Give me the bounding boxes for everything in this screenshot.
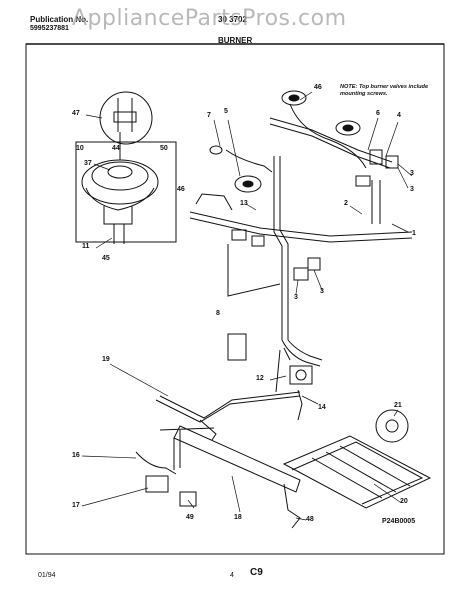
callout-45-left: 45 — [102, 255, 110, 262]
callout-37: 37 — [84, 160, 92, 167]
callout-5: 5 — [224, 108, 228, 115]
page-border — [25, 43, 445, 555]
callout-49: 49 — [186, 514, 194, 521]
footer-page-number: 4 — [230, 572, 234, 579]
callout-12: 12 — [256, 375, 264, 382]
callout-8: 8 — [216, 310, 220, 317]
callout-3-mid: 3 — [410, 186, 414, 193]
callout-1: 1 — [412, 230, 416, 237]
callout-46-top: 46 — [314, 84, 322, 91]
gas-manifold-tubing — [189, 103, 413, 367]
callout-3-right: 3 — [410, 170, 414, 177]
heat-deflector — [282, 409, 432, 509]
callout-14: 14 — [318, 404, 326, 411]
callout-48: 48 — [306, 516, 314, 523]
footer-date: 01/94 — [38, 572, 56, 579]
site-watermark: AppliancePartsPros.com — [72, 6, 347, 31]
callout-3-low: 3 — [294, 294, 298, 301]
callout-47: 47 — [72, 110, 80, 117]
burner-detail-inset — [75, 91, 177, 244]
callout-10: 10 — [76, 145, 84, 152]
section-title: BURNER — [218, 36, 253, 45]
publication-number: 5995237881 — [30, 25, 69, 32]
top-burners — [209, 90, 361, 193]
callout-7: 7 — [207, 112, 211, 119]
callout-50: 50 — [160, 145, 168, 152]
callout-3-mid-2: 3 — [320, 288, 324, 295]
leader-lines — [81, 91, 413, 521]
callout-13: 13 — [240, 200, 248, 207]
callout-11: 11 — [82, 243, 90, 250]
callout-19: 19 — [102, 356, 110, 363]
callout-6: 6 — [376, 110, 380, 117]
callout-4: 4 — [397, 112, 401, 119]
callout-18: 18 — [234, 514, 242, 521]
valves-and-brackets — [227, 149, 399, 421]
callout-46-mid: 46 — [177, 186, 185, 193]
diagram-note: NOTE: Top burner valves include mounting… — [340, 84, 429, 97]
oven-burner-assembly — [135, 391, 301, 529]
callout-20: 20 — [400, 498, 408, 505]
callout-2: 2 — [344, 200, 348, 207]
callout-21: 21 — [394, 402, 402, 409]
model-number: 30 3702 — [218, 15, 247, 24]
footer-code: C9 — [250, 567, 263, 578]
callout-16: 16 — [72, 452, 80, 459]
callout-44: 44 — [112, 145, 120, 152]
callout-17: 17 — [72, 502, 80, 509]
publication-label: Publication No. — [30, 15, 89, 24]
diagram-code: P24B0005 — [382, 518, 416, 525]
